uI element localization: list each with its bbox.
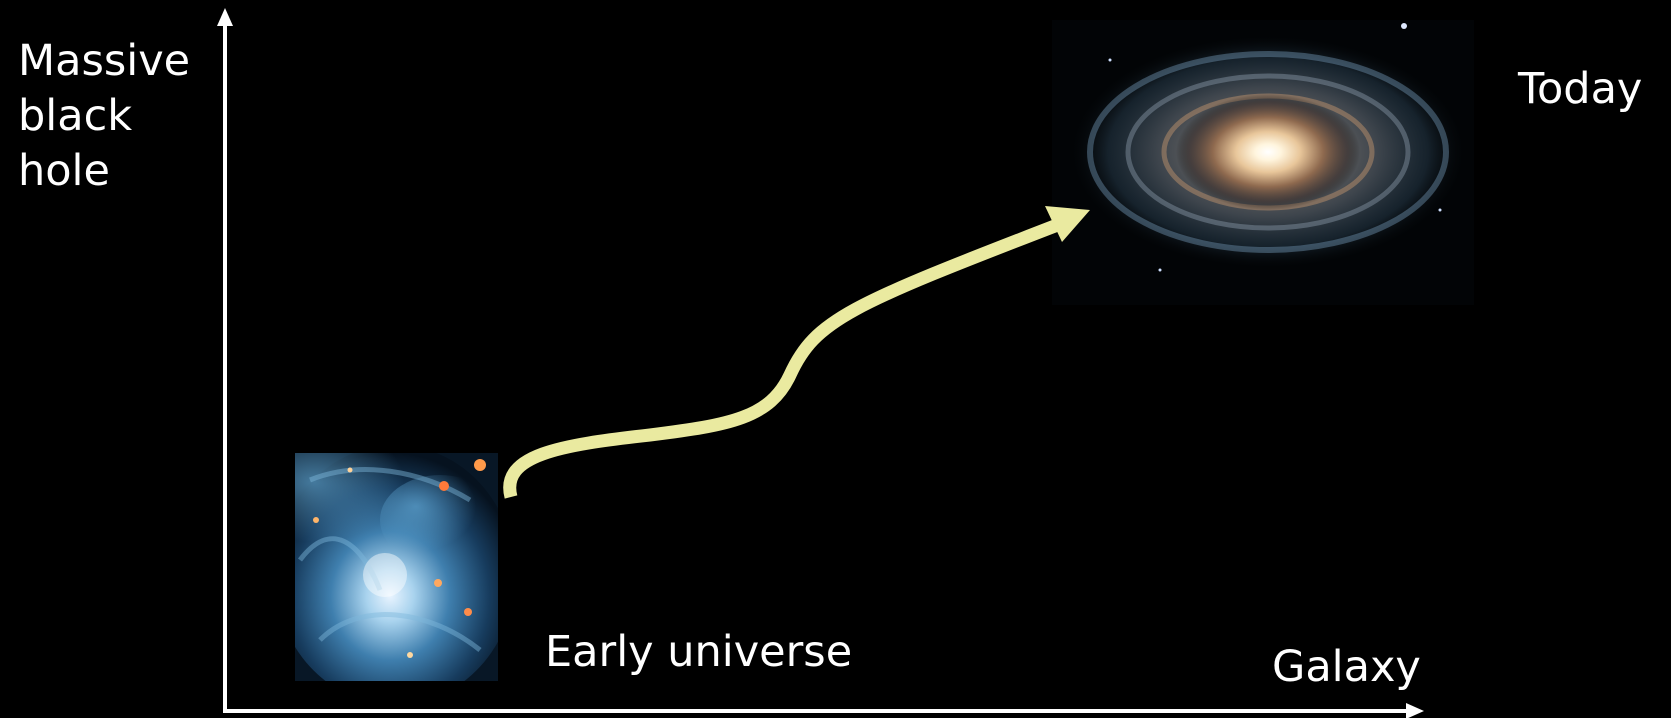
x-axis-label: Galaxy [1272, 642, 1421, 692]
early-galaxy-image [295, 453, 498, 681]
y-axis [217, 8, 233, 712]
today-galaxy-image [1052, 20, 1474, 305]
y-axis-label: Massive black hole [18, 36, 191, 196]
early-universe-label: Early universe [545, 627, 853, 677]
x-axis [223, 703, 1424, 718]
today-label: Today [1518, 64, 1643, 114]
evolution-arrow [503, 206, 1090, 499]
